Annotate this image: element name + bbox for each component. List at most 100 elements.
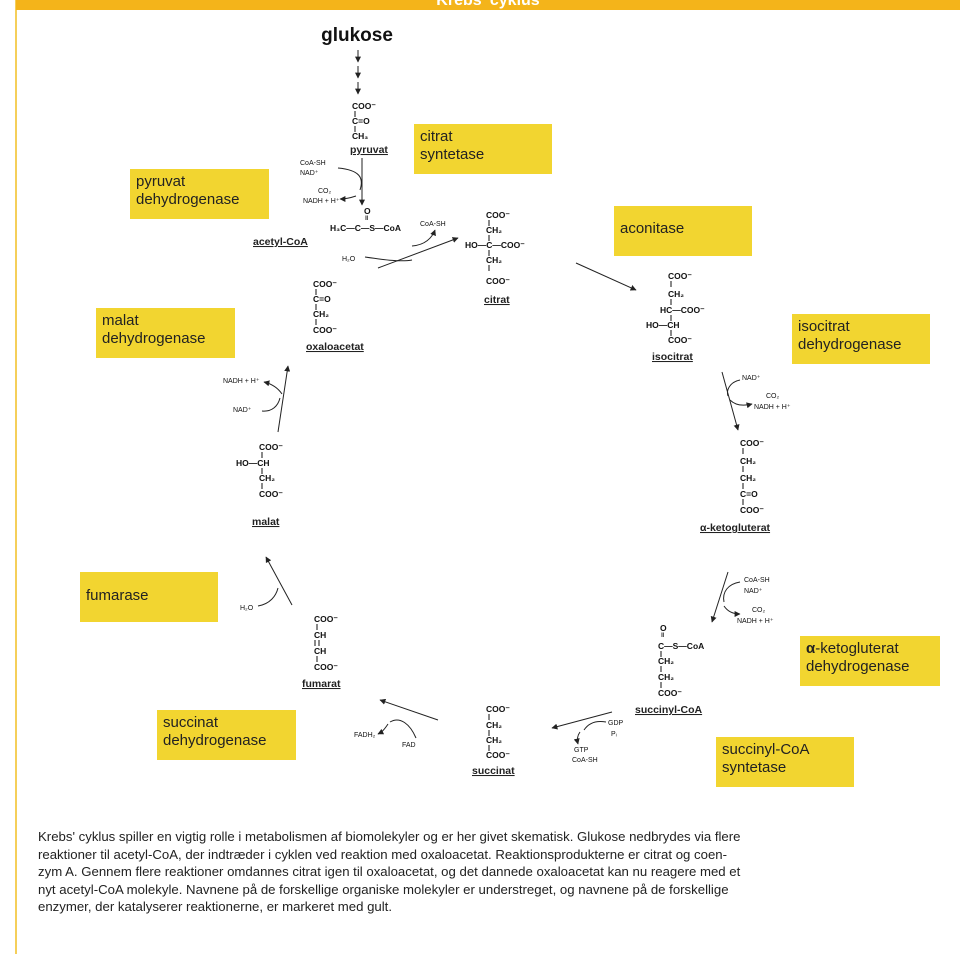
svg-text:CH₂: CH₂ (740, 473, 756, 483)
svg-text:COO⁻: COO⁻ (740, 438, 764, 448)
svg-text:HO—C—COO⁻: HO—C—COO⁻ (465, 240, 525, 250)
idh-cofactors: NAD⁺ CO₂ NADH + H⁺ (721, 371, 791, 431)
scs-cofactors: GDP Pᵢ GTP CoA-SH (551, 711, 624, 764)
caption: Krebs' cyklus spiller en vigtig rolle i … (38, 828, 960, 916)
caption-line: Krebs' cyklus spiller en vigtig rolle i … (38, 829, 741, 844)
svg-text:COO⁻: COO⁻ (486, 750, 510, 760)
svg-text:COO⁻: COO⁻ (486, 210, 510, 220)
svg-text:COO⁻: COO⁻ (314, 662, 338, 672)
molecule-succinyl-coa: succinyl-CoA (635, 704, 703, 716)
fumarat-structure: COO⁻ CH CH COO⁻ (314, 614, 338, 672)
enzyme-label-line: dehydrogenase (102, 330, 206, 347)
enzyme-label-line: syntetase (722, 759, 787, 776)
cofactor-label: CO₂ (318, 188, 332, 195)
cofactor-label: CoA-SH (572, 757, 598, 764)
svg-text:COO⁻: COO⁻ (313, 325, 337, 335)
svg-text:O: O (364, 206, 371, 216)
svg-text:CH₂: CH₂ (486, 255, 502, 265)
svg-text:C=O: C=O (352, 116, 370, 126)
svg-text:COO⁻: COO⁻ (486, 276, 510, 286)
enzyme-label-line: fumarase (86, 587, 149, 604)
ketogluterat-structure: COO⁻ CH₂ CH₂ C=O COO⁻ (740, 438, 764, 515)
sdh-cofactors: FADH₂ FAD (354, 698, 439, 749)
succinat-structure: COO⁻ CH₂ CH₂ COO⁻ (486, 704, 510, 760)
enzyme-label-line: syntetase (420, 146, 485, 163)
svg-text:COO⁻: COO⁻ (352, 101, 376, 111)
molecule-pyruvat: pyruvat (350, 144, 388, 156)
enzyme-aconitase: aconitase (614, 206, 752, 256)
caption-line: reaktioner til acetyl-CoA, der indtræder… (38, 846, 728, 862)
molecule-citrat: citrat (484, 294, 510, 306)
cofactor-label: FADH₂ (354, 732, 376, 739)
svg-text:COO⁻: COO⁻ (658, 688, 682, 698)
svg-text:‖: ‖ (365, 215, 368, 222)
oxaloacetat-structure: COO⁻ C=O CH₂ COO⁻ (313, 279, 337, 335)
cofactor-label: NADH + H⁺ (223, 378, 260, 385)
enzyme-ketogluterat-dehydrogenase: α-ketogluterat dehydrogenase (800, 636, 940, 686)
svg-text:HC—COO⁻: HC—COO⁻ (660, 305, 705, 315)
enzyme-label-line: succinat (163, 714, 219, 731)
molecule-malat: malat (252, 516, 280, 528)
molecule-succinat: succinat (472, 765, 515, 777)
enzyme-citrat-syntetase: citrat syntetase (414, 124, 552, 174)
svg-text:CH₂: CH₂ (259, 473, 275, 483)
cofactor-label: CoA-SH (744, 577, 770, 584)
svg-text:COO⁻: COO⁻ (668, 335, 692, 345)
svg-text:CH₂: CH₂ (668, 289, 684, 299)
svg-text:COO⁻: COO⁻ (314, 614, 338, 624)
cofactor-label: NADH + H⁺ (754, 404, 791, 411)
caption-line: nyt acetyl-CoA molekyle. Navnene på de f… (38, 881, 729, 897)
cofactor-label: CoA-SH (420, 221, 446, 228)
header-bar: Krebs' cyklus (16, 0, 960, 10)
svg-text:C—S—CoA: C—S—CoA (658, 641, 704, 651)
kgdh-cofactors: CoA-SH NAD⁺ CO₂ NADH + H⁺ (710, 571, 774, 625)
enzyme-label-line: malat (102, 312, 139, 329)
cofactor-label: NADH + H⁺ (303, 198, 340, 205)
enzyme-label-line: dehydrogenase (163, 732, 267, 749)
svg-text:COO⁻: COO⁻ (668, 271, 692, 281)
molecule-acetyl-coa: acetyl-CoA (253, 236, 308, 248)
enzyme-label-part: -ketogluterat (815, 640, 899, 657)
cofactor-label: FAD (402, 742, 416, 749)
svg-text:CH₂: CH₂ (740, 456, 756, 466)
pdh-cofactors: CoA-SH NAD⁺ CO₂ NADH + H⁺ (300, 158, 365, 206)
svg-text:HO—CH: HO—CH (236, 458, 270, 468)
svg-text:CH: CH (314, 646, 326, 656)
svg-text:COO⁻: COO⁻ (259, 489, 283, 499)
svg-text:H₃C—C—S—CoA: H₃C—C—S—CoA (330, 223, 401, 233)
enzyme-label-line: dehydrogenase (806, 658, 910, 675)
enzyme-label-line: dehydrogenase (798, 336, 902, 353)
cofactor-label: NAD⁺ (742, 375, 761, 382)
molecule-ketogluterat: α-ketogluterat (700, 522, 771, 534)
enzyme-label-line: α-ketogluterat (806, 640, 934, 658)
svg-text:COO⁻: COO⁻ (313, 279, 337, 289)
cofactor-label: Pᵢ (611, 731, 617, 738)
svg-text:COO⁻: COO⁻ (259, 442, 283, 452)
cofactor-label: NADH + H⁺ (737, 618, 774, 625)
aconitase-arrow (575, 262, 637, 291)
pyruvat-structure: COO⁻ C=O CH₃ (352, 101, 376, 141)
cofactor-label: CO₂ (766, 393, 780, 400)
enzyme-fumarase: fumarase (80, 572, 218, 622)
svg-text:COO⁻: COO⁻ (740, 505, 764, 515)
svg-text:CH₂: CH₂ (486, 735, 502, 745)
caption-line: enzymer, der katalyserer reaktionerne, e… (38, 899, 393, 914)
cofactor-label: H₂O (240, 605, 254, 612)
enzyme-succinyl-coa-syntetase: succinyl-CoA syntetase (716, 737, 854, 787)
cofactor-label: GTP (574, 747, 589, 754)
cofactor-label: NAD⁺ (233, 407, 252, 414)
page-border (15, 0, 17, 954)
krebs-cycle-diagram: glukose COO⁻ C=O CH₃ pyruvat CoA-SH NAD⁺… (223, 25, 791, 777)
enzyme-label-line: isocitrat (798, 318, 850, 335)
enzyme-label-line: succinyl-CoA (722, 741, 810, 758)
cofactor-label: CoA-SH (300, 160, 326, 167)
enzyme-malat-dehydrogenase: malat dehydrogenase (96, 308, 235, 358)
mdh-cofactors: NADH + H⁺ NAD⁺ (223, 365, 291, 433)
fumarase-cofactors: H₂O (240, 556, 293, 612)
isocitrat-structure: COO⁻ CH₂ HC—COO⁻ HO—CH COO⁻ (646, 271, 705, 345)
enzyme-succinat-dehydrogenase: succinat dehydrogenase (157, 710, 296, 760)
svg-text:HO—CH: HO—CH (646, 320, 680, 330)
molecule-fumarat: fumarat (302, 678, 341, 690)
svg-text:CH₂: CH₂ (658, 672, 674, 682)
cofactor-label: H₂O (342, 256, 356, 263)
